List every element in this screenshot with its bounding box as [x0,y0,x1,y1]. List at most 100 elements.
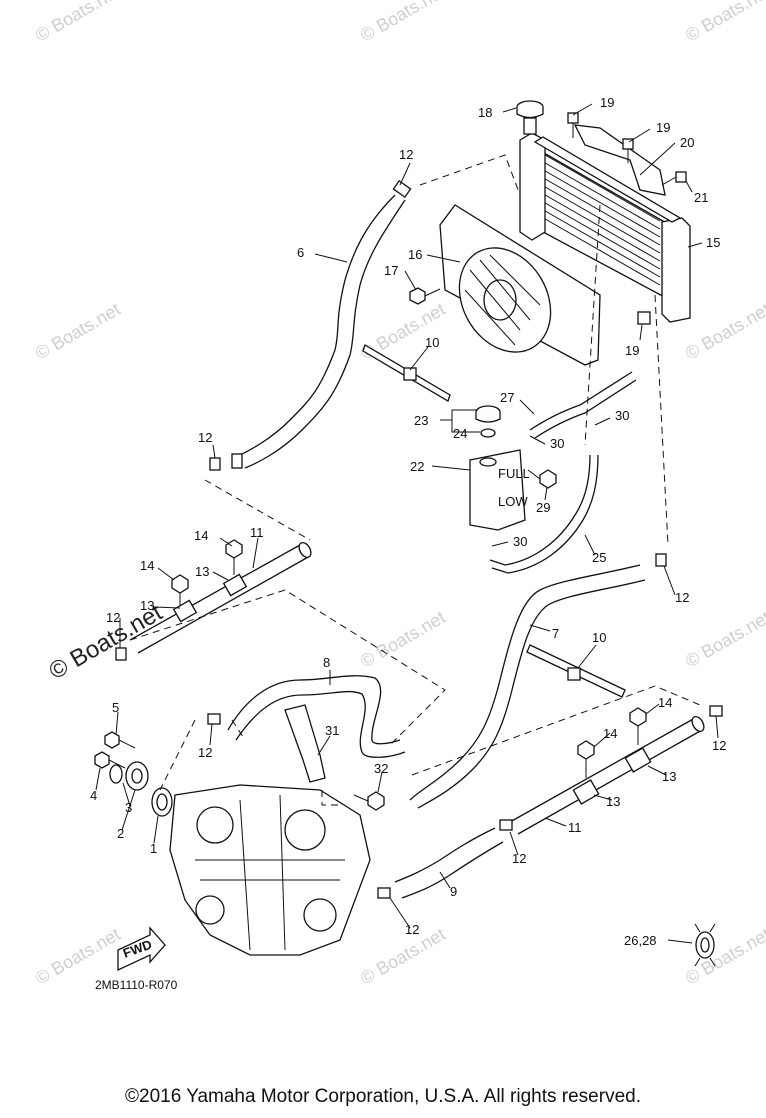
callout-13: 13 [140,598,154,613]
callout-5: 5 [112,700,119,715]
diagram-code: 2MB1110-R070 [95,978,178,992]
bolt-19 [637,311,651,325]
callout-12: 12 [675,590,689,605]
callout-9: 9 [450,884,457,899]
bolt-14 [225,539,243,575]
callout-7: 7 [552,626,559,641]
hose-7 [409,564,641,801]
ring-clip-26-28 [694,923,716,967]
callout-23: 23 [414,413,428,428]
watermark: © Boats.net [357,924,449,988]
callout-12: 12 [405,922,419,937]
bolt-5 [104,731,136,749]
callout-12: 12 [399,147,413,162]
callout-13: 13 [662,769,676,784]
bolt-21 [661,171,687,186]
callout-10: 10 [592,630,606,645]
hose-25 [489,454,591,566]
callout-26-28: 26,28 [624,933,657,948]
cable-tie-10 [362,344,451,402]
pipe-11 [509,715,705,835]
callout-27: 27 [500,390,514,405]
clamp-13 [172,599,198,623]
callout-3: 3 [125,800,132,815]
bolt-19 [622,138,634,163]
bolt-32 [353,791,385,811]
clamp-12 [499,819,513,831]
forward-arrow: FWD [117,926,166,972]
leader-lines [95,103,719,944]
callout-13: 13 [195,564,209,579]
callout-8: 8 [323,655,330,670]
callout-12: 12 [198,745,212,760]
callout-16: 16 [408,247,422,262]
callout-4: 4 [90,788,97,803]
bolt-14 [577,740,595,778]
guide-lines [129,154,701,806]
callout-12: 12 [198,430,212,445]
clamp-13 [624,747,652,773]
callouts: 18 19 19 20 21 15 12 6 16 17 19 10 27 23… [90,95,726,948]
callout-30: 30 [513,534,527,549]
callout-14: 14 [603,726,617,741]
callout-1: 1 [150,841,157,856]
callout-14: 14 [140,558,154,573]
callout-19: 19 [600,95,614,110]
callout-18: 18 [478,105,492,120]
tank-mark-full: FULL [498,466,530,481]
coolant-reservoir: FULL LOW [469,449,530,531]
callout-14: 14 [658,695,672,710]
callout-6: 6 [297,245,304,260]
callout-13: 13 [606,794,620,809]
callout-12: 12 [712,738,726,753]
callout-30: 30 [550,436,564,451]
callout-29: 29 [536,500,550,515]
clamp-12 [655,553,667,567]
clamp-12 [209,457,221,471]
outlet-fitting-2 [125,761,149,791]
watermark: © Boats.net [682,607,766,671]
hose-27 [529,371,633,431]
callout-12: 12 [106,610,120,625]
callout-11: 11 [568,820,582,835]
hose-6 [239,194,396,456]
callout-21: 21 [694,190,708,205]
callout-25: 25 [592,550,606,565]
callout-12: 12 [512,851,526,866]
callout-22: 22 [410,459,424,474]
callout-32: 32 [374,761,388,776]
bolt-17 [409,287,441,305]
bolt-14 [629,707,647,745]
watermark: © Boats.net [357,0,449,45]
tank-mark-low: LOW [498,494,528,509]
callout-24: 24 [453,426,467,441]
callout-20: 20 [680,135,694,150]
callout-19: 19 [656,120,670,135]
watermark: © Boats.net [32,0,124,45]
clamp-13 [572,779,600,805]
bolt-14 [171,574,189,610]
radiator [519,132,691,323]
callout-19: 19 [625,343,639,358]
clamp-13 [222,573,248,597]
watermark: © Boats.net [32,299,124,363]
watermark: © Boats.net [682,0,766,45]
hose-8 [227,675,401,745]
reservoir-cap-seal [480,428,496,438]
radiator-fan [439,204,601,366]
bolt-29 [527,469,557,489]
clamp-12 [207,713,221,725]
cable-tie-10 [526,644,626,698]
bolt-4 [94,751,126,769]
callout-10: 10 [425,335,439,350]
watermark: © Boats.net [357,607,449,671]
callout-15: 15 [706,235,720,250]
callout-17: 17 [384,263,398,278]
watermark: © Boats.net [682,924,766,988]
hose-9 [394,827,496,883]
copyright-notice: ©2016 Yamaha Motor Corporation, U.S.A. A… [125,1086,641,1107]
clamp-12 [709,705,723,717]
reservoir-cap [475,405,501,423]
bracket-31 [284,704,326,783]
